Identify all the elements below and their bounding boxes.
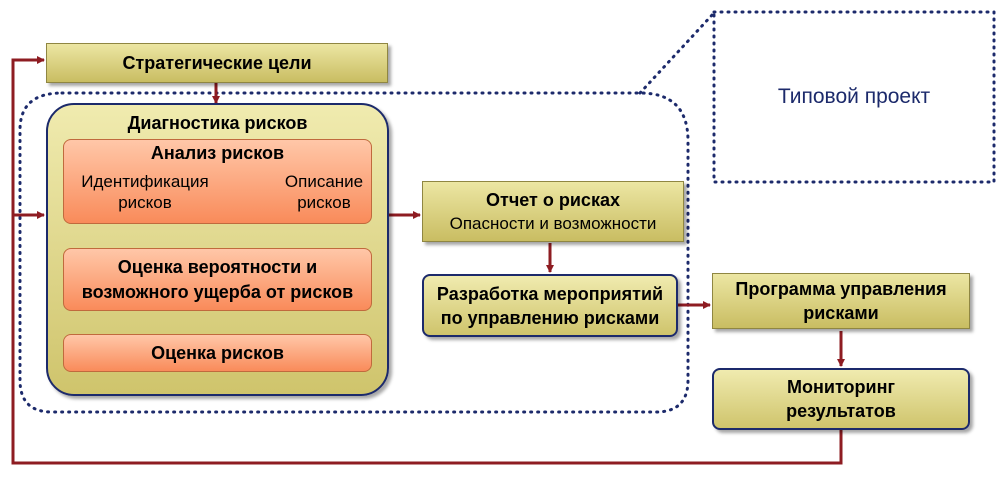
probability-label: Оценка вероятности и возможного ущерба о… (81, 256, 354, 302)
strategic-goals-box: Стратегические цели (46, 43, 388, 83)
measures-box: Разработка мероприятий по управлению рис… (422, 274, 678, 337)
report-title: Отчет о рисках (486, 189, 620, 210)
assessment-box: Оценка рисков (63, 334, 372, 372)
identification-label: Идентификация рисков (81, 172, 209, 212)
measures-label: Разработка мероприятий по управлению рис… (436, 283, 664, 328)
monitoring-box: Мониторинг результатов (712, 368, 970, 430)
description-label: Описание рисков (284, 172, 364, 212)
monitoring-label: Мониторинг результатов (786, 377, 896, 421)
report-subtitle: Опасности и возможности (449, 213, 657, 233)
typical-project-label: Типовой проект (777, 85, 931, 108)
program-label: Программа управления рисками (735, 279, 947, 323)
report-box: Отчет о рисках Опасности и возможности (422, 181, 684, 242)
analysis-box: Анализ рисков (63, 139, 372, 224)
program-box: Программа управления рисками (712, 273, 970, 329)
assessment-label: Оценка рисков (151, 342, 284, 363)
strategic-goals-label: Стратегические цели (122, 52, 312, 73)
probability-box: Оценка вероятности и возможного ущерба о… (63, 248, 372, 311)
typical-project-box-border (712, 10, 996, 184)
callout-line (638, 12, 715, 95)
typical-project-region (18, 91, 690, 414)
diagnostics-title: Диагностика рисков (127, 113, 308, 133)
analysis-title: Анализ рисков (150, 143, 285, 163)
feedback-loop-arrow (11, 56, 843, 465)
